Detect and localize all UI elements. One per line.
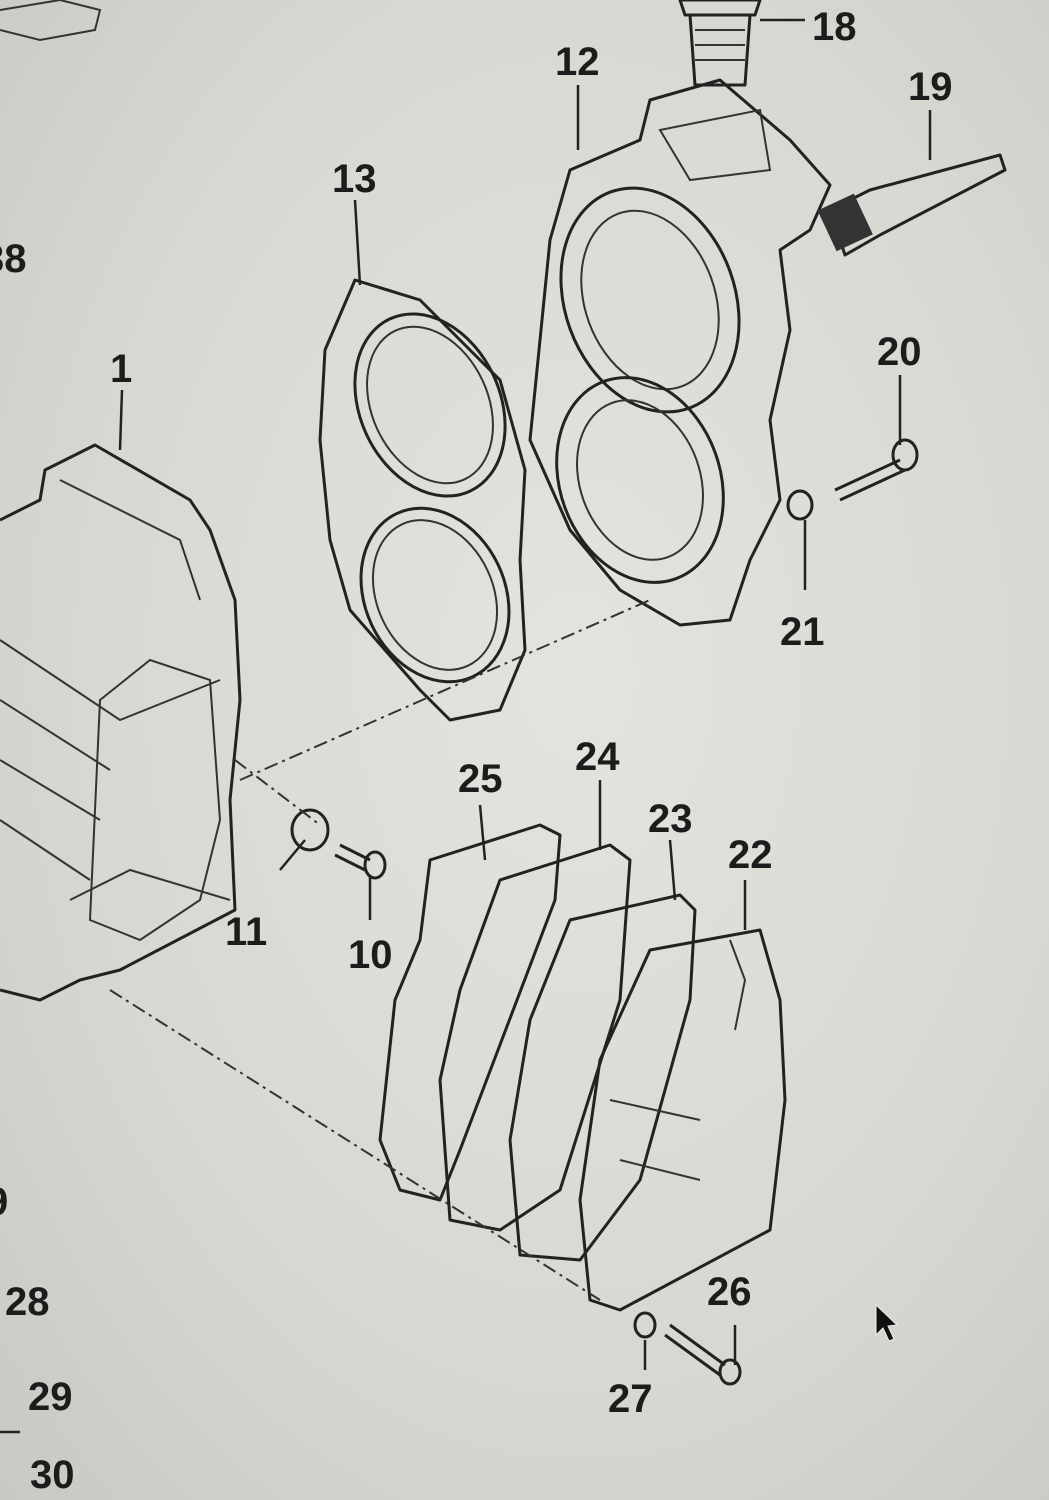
part-bolt-20 xyxy=(834,438,919,502)
label-27: 27 xyxy=(608,1377,653,1421)
label-28: 28 xyxy=(5,1280,50,1324)
part-cylinder-head xyxy=(528,78,832,627)
part-thermostat-cover xyxy=(678,0,762,87)
part-spark-plug xyxy=(817,153,1007,257)
label-12: 12 xyxy=(555,40,600,84)
label-19: 19 xyxy=(908,65,953,109)
label-29: 29 xyxy=(28,1375,73,1419)
label-38: 38 xyxy=(0,237,27,281)
label-18: 18 xyxy=(812,5,857,49)
leader-lines xyxy=(0,18,932,1434)
mouse-cursor-icon xyxy=(875,1303,899,1342)
part-washer-27 xyxy=(633,1311,657,1339)
label-24: 24 xyxy=(575,735,620,779)
label-26: 26 xyxy=(707,1270,752,1314)
label-1: 1 xyxy=(110,347,132,391)
part-washer-21 xyxy=(786,489,814,521)
part-cover-plates xyxy=(378,823,787,1312)
label-10: 10 xyxy=(348,933,393,977)
label-20: 20 xyxy=(877,330,922,374)
label-21: 21 xyxy=(780,610,825,654)
part-washer-11 xyxy=(290,808,330,852)
label-11: 11 xyxy=(225,910,267,954)
label-13: 13 xyxy=(332,157,377,201)
part-bolt-26 xyxy=(664,1323,742,1386)
label-30: 30 xyxy=(30,1453,75,1497)
part-head-gasket xyxy=(318,278,527,722)
part-cylinder-block xyxy=(0,0,242,1002)
part-bolt-10 xyxy=(334,843,387,880)
label-25: 25 xyxy=(458,757,503,801)
label-22: 22 xyxy=(728,833,773,877)
label-9: 9 xyxy=(0,1180,8,1224)
label-23: 23 xyxy=(648,797,693,841)
center-lines xyxy=(109,599,651,1301)
